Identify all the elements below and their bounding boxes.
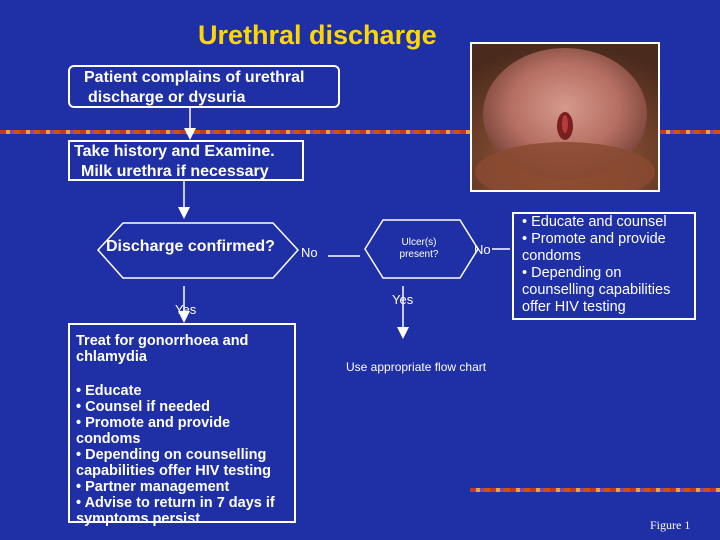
figure-caption: Figure 1 [650,518,690,533]
ulcer-present-text: Ulcer(s) present? [372,237,466,261]
counsel-item: • Educate and counsel [522,214,694,231]
treatment-heading-1: Treat for gonorrhoea and [76,333,294,349]
label-yes-ulcer: Yes [392,292,413,307]
treatment-item: • Depending on counselling capabilities … [76,447,294,479]
treatment-box: Treat for gonorrhoea and chlamydia • Edu… [68,323,296,523]
treatment-spacer [76,365,294,383]
label-no-ulcer: No [474,242,491,257]
treatment-item: • Counsel if needed [76,399,294,415]
history-box: Take history and Examine. Milk urethra i… [68,140,304,181]
treatment-item: • Partner management [76,479,294,495]
label-yes-discharge: Yes [175,302,196,317]
complaint-line-1: Patient complains of urethral [84,68,338,88]
ulcer-line-2: present? [372,249,466,261]
flow-chart-text: Use appropriate flow chart [346,360,510,374]
ulcer-line-1: Ulcer(s) [372,237,466,249]
counsel-item: • Promote and provide condoms [522,231,694,265]
treatment-item: • Advise to return in 7 days if symptoms… [76,495,294,527]
treatment-item: • Promote and provide condoms [76,415,294,447]
complaint-box: Patient complains of urethral discharge … [68,65,340,108]
treatment-heading-2: chlamydia [76,349,294,365]
label-no-discharge: No [301,245,318,260]
history-line-2: Milk urethra if necessary [74,162,302,182]
complaint-line-2: discharge or dysuria [84,88,338,108]
discharge-confirmed-text: Discharge confirmed? [106,238,275,256]
counsel-item: • Depending on counselling capabilities … [522,265,694,316]
treatment-item: • Educate [76,383,294,399]
history-line-1: Take history and Examine. [74,142,302,162]
counsel-box: • Educate and counsel • Promote and prov… [512,212,696,320]
